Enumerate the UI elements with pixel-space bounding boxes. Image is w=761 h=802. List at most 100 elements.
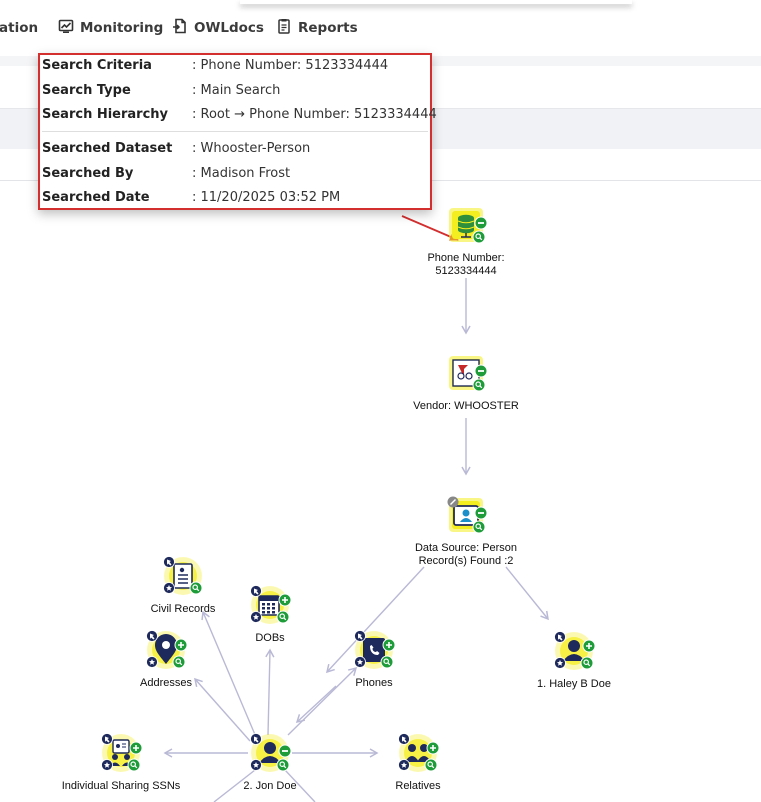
node-label-phones: Phones [274, 677, 474, 690]
node-label-root: Phone Number:5123334444 [366, 252, 566, 278]
expand-icon[interactable] [382, 638, 396, 652]
expand-icon[interactable] [278, 593, 292, 607]
graph-edge [295, 685, 337, 724]
node-label-jon: 2. Jon Doe [170, 780, 370, 793]
node-label-civil: Civil Records [83, 603, 283, 616]
tooltip-key: Search Criteria [42, 57, 152, 73]
pin-icon[interactable] [101, 733, 113, 745]
pin-icon[interactable] [354, 630, 366, 642]
expand-icon[interactable] [582, 639, 596, 653]
graph-node-root[interactable] [449, 208, 488, 244]
search-icon[interactable] [472, 378, 486, 392]
node-label-line: Phones [355, 677, 393, 689]
graph-node-phones[interactable] [354, 630, 396, 670]
star-icon[interactable] [398, 759, 410, 771]
search-icon[interactable] [580, 656, 594, 670]
expand-icon[interactable] [426, 741, 440, 755]
graph-node-haley[interactable] [554, 631, 596, 671]
nav-item-reports[interactable]: Reports [276, 18, 358, 38]
node-label-line: Data Source: Person [414, 542, 518, 554]
phone-icon [363, 638, 385, 662]
star-icon[interactable] [146, 656, 158, 668]
expand-icon[interactable] [174, 638, 188, 652]
graph-node-civil[interactable] [163, 556, 203, 596]
graph-node-datasource[interactable] [447, 496, 488, 534]
search-icon[interactable] [424, 758, 438, 772]
nav-item-administration[interactable]: ation [0, 18, 38, 38]
pin-icon[interactable] [146, 630, 158, 642]
pin-icon[interactable] [398, 733, 410, 745]
pointer-arrow [401, 215, 459, 241]
search-icon[interactable] [127, 758, 141, 772]
node-label-dobs: DOBs [170, 632, 370, 645]
node-label-line: Individual Sharing SSNs [61, 780, 181, 792]
graph-edge [213, 769, 256, 802]
monitoring-icon [58, 18, 74, 38]
collapse-icon[interactable] [474, 216, 488, 230]
graph-node-jon[interactable] [250, 733, 292, 773]
graph-node-dobs[interactable] [250, 585, 292, 625]
tooltip-key: Searched Dataset [42, 140, 173, 156]
search-icon[interactable] [276, 758, 290, 772]
node-label-line: Vendor: WHOOSTER [413, 400, 519, 412]
pin-icon[interactable] [163, 556, 175, 568]
tooltip-key: Search Hierarchy [42, 106, 169, 122]
node-label-haley: 1. Haley B Doe [474, 678, 674, 691]
person-card-icon [453, 505, 479, 526]
tooltip-key: Search Type [42, 82, 131, 98]
star-icon[interactable] [163, 582, 175, 594]
graph-node-relatives[interactable] [398, 733, 440, 773]
collapse-icon[interactable] [474, 364, 488, 378]
nav-item-owldocs[interactable]: OWLdocs [172, 18, 264, 38]
link-icon[interactable] [447, 496, 459, 508]
nav-label: ation [0, 20, 39, 36]
star-icon[interactable] [101, 759, 113, 771]
graph-edges [163, 278, 549, 802]
pin-icon[interactable] [250, 733, 262, 745]
node-label-line: Relatives [395, 780, 441, 792]
star-icon[interactable] [554, 657, 566, 669]
search-icon[interactable] [189, 581, 203, 595]
star-icon[interactable] [354, 656, 366, 668]
tooltip-value: : Whooster-Person [192, 140, 311, 156]
tooltip-value: : Main Search [192, 82, 281, 98]
graph-edge [265, 648, 275, 736]
collapse-icon[interactable] [474, 506, 488, 520]
node-label-line: 2. Jon Doe [243, 780, 297, 792]
person-icon [259, 742, 281, 763]
search-icon[interactable] [472, 520, 486, 534]
nav-label: Monitoring [80, 20, 164, 36]
star-icon[interactable] [250, 611, 262, 623]
nav-item-monitoring[interactable]: Monitoring [58, 18, 163, 38]
graph-edge [201, 610, 257, 738]
search-icon[interactable] [172, 655, 186, 669]
tooltip-key: Searched By [42, 165, 134, 181]
graph-node-vendor[interactable] [449, 356, 488, 392]
tooltip-value: : Root → Phone Number: 5123334444 [192, 106, 437, 122]
database-icon [457, 214, 475, 238]
node-label-line: 5123334444 [435, 265, 497, 277]
tooltip-row: Searched Date : 11/20/2025 03:52 PM [42, 187, 340, 207]
node-label-line: 1. Haley B Doe [537, 678, 611, 690]
graph-nodes [101, 208, 596, 773]
tooltip-value: : Madison Frost [192, 165, 291, 181]
node-label-addresses: Addresses [66, 677, 266, 690]
pin-icon[interactable] [554, 631, 566, 643]
graph-edge [284, 769, 316, 802]
expand-icon[interactable] [129, 741, 143, 755]
calendar-icon [258, 595, 280, 616]
search-icon[interactable] [380, 655, 394, 669]
tooltip-row: Searched By : Madison Frost [42, 163, 290, 183]
star-icon[interactable] [250, 759, 262, 771]
collapse-icon[interactable] [278, 744, 292, 758]
search-icon[interactable] [276, 610, 290, 624]
node-label-line: Phone Number: [427, 252, 505, 264]
search-icon[interactable] [472, 230, 486, 244]
graph-node-addresses[interactable] [146, 630, 188, 670]
tooltip-row: Search Hierarchy : Root → Phone Number: … [42, 104, 437, 124]
graph-edge [287, 666, 358, 736]
pin-icon[interactable] [250, 585, 262, 597]
graph-node-ssns[interactable] [101, 733, 143, 773]
tooltip-divider [42, 131, 428, 132]
